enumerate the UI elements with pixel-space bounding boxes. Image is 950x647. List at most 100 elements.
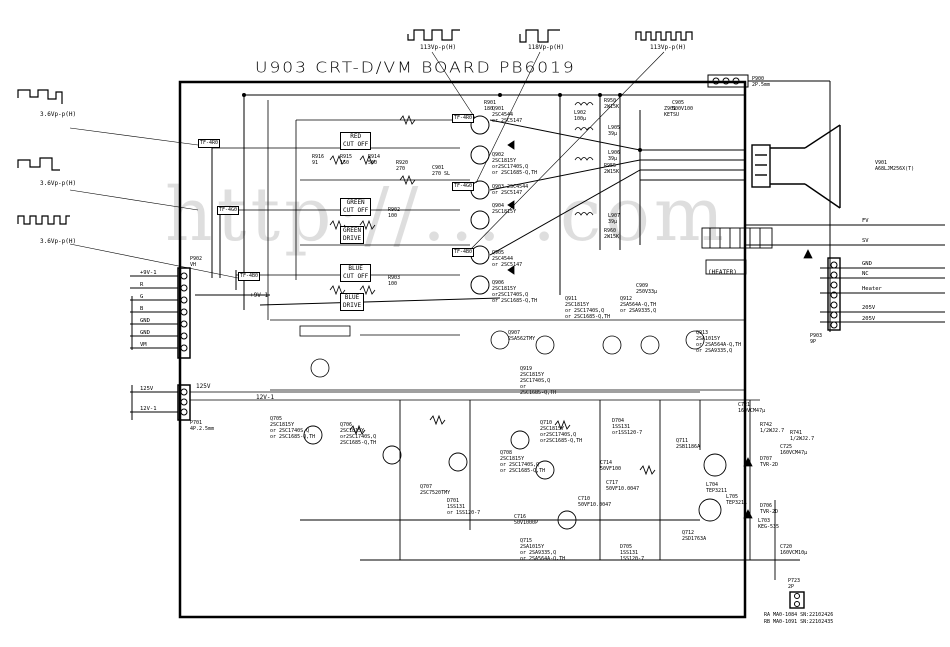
transistor-q905: Q905 2SC4544 or 2SC5147	[492, 250, 523, 268]
transistor-q913: Q913 2SA1015Y or 2SA564A-Q,TH or 2SA9335…	[696, 330, 742, 354]
resistor-r955: R955 2W15K	[604, 163, 620, 175]
resistor-r914: R914 560	[368, 154, 381, 166]
p902-pin: GND	[140, 318, 150, 324]
transistor-q712: Q712 2SD1763A	[682, 530, 707, 542]
waveform-left-2-label: 3.6Vp-p(H)	[40, 180, 77, 187]
transistor-q902: Q902 2SC1815Y or2SC1740S,Q or 2SC1685-Q,…	[492, 152, 538, 176]
p902-pin: +9V-1	[140, 270, 157, 276]
transistor-q907: Q907 2SA562TMY	[508, 330, 536, 342]
p902-pin: R	[140, 282, 144, 288]
capacitor-c717: C717 50VF10.0047	[606, 480, 640, 492]
p701-pin: 12V-1	[140, 406, 157, 412]
diode-d705: D705 1SS131 1SS120-7	[620, 544, 645, 562]
transistor-q904: Q904 2SC1815Y	[492, 203, 517, 215]
green-drive-block: GREEN DRIVE	[340, 226, 365, 244]
resistor-r901: R901 180	[484, 100, 497, 112]
transistor-q705: Q705 2SC1815Y or 2SC1740S,Q or 2SC1685-Q…	[270, 416, 316, 440]
waveform-left-2	[17, 157, 60, 171]
waveform-top-2	[519, 29, 560, 43]
capacitor-c725: C725 160VCM47μ	[780, 444, 808, 456]
capacitor-c716: C716 50V1000P	[514, 514, 539, 526]
green-cutoff-block: GREEN CUT OFF	[340, 198, 372, 216]
p902-pin: VM	[140, 342, 147, 348]
diode-z901: Z901 KETSU	[664, 106, 680, 118]
inductor-l704: L704 TEP3211	[706, 482, 728, 494]
transistor-q906: Q906 2SC1815Y or2SC1740S,Q or 2SC1685-Q,…	[492, 280, 538, 304]
footnote-ra: RA MA0-1084 SN:22102426	[764, 612, 834, 618]
resistor-r742: R742 1/2WJ2.7	[760, 422, 785, 434]
capacitor-c721: C721 160VCM47μ	[738, 402, 766, 414]
inductor-l703: L703 KEG-535	[758, 518, 780, 530]
diode-d707: D707 TVR-2D	[760, 456, 779, 468]
resistor-r920: R920 270	[396, 160, 409, 172]
diode-d701: D701 1SS131 or 1SS120-7	[447, 498, 481, 516]
resistor-r903: R903 100	[388, 275, 401, 287]
heater-label: (HEATER)	[708, 269, 737, 276]
transistor-q715: Q715 2SA1015Y or 2SA9335,Q or 2SA564A-Q,…	[520, 538, 566, 562]
p903-pin: SV	[862, 238, 869, 244]
red-cutoff-block: RED CUT OFF	[340, 132, 372, 150]
resistor-r915: R915 150	[340, 154, 353, 166]
p903-pin: 205V	[862, 316, 876, 322]
capacitor-c710: C710 50VF10.0047	[578, 496, 612, 508]
connector-p723: P723 2P	[788, 578, 801, 590]
test-point: TF-4G0	[217, 206, 240, 215]
capacitor-c909: C909 250V33μ	[636, 283, 658, 295]
transistor-q710: Q710 2SC1815Y or2SC1740S,Q or2SC1685-Q,T…	[540, 420, 583, 444]
transistor-q707: Q707 2SC7520TMY	[420, 484, 451, 496]
diode-d704: D704 1SS131 or1SS120-7	[612, 418, 643, 436]
capacitor-c905: C905 500V100	[672, 100, 694, 112]
capacitor-c720: C720 160VCM10μ	[780, 544, 808, 556]
p902-pin: B	[140, 306, 144, 312]
p701-pin: 125V	[140, 386, 154, 392]
waveform-left-1-label: 3.6Vp-p(H)	[40, 111, 77, 118]
blue-cutoff-block: BLUE CUT OFF	[340, 264, 372, 282]
p903-pin: Heater	[862, 286, 882, 292]
resistor-r960: R960 2W15K	[604, 228, 620, 240]
p902-pin: G	[140, 294, 144, 300]
test-point: TF-4G0	[452, 182, 475, 191]
transistor-q901: Q901 2SC4544 or 2SC5147	[492, 106, 523, 124]
connector-p701: P701 4P.2.5mm	[190, 420, 215, 432]
waveform-top-3-label: 113Vp-p(H)	[650, 44, 687, 51]
resistor-r902: R902 100	[388, 207, 401, 219]
p903-pin: 205V	[862, 305, 876, 311]
waveform-top-1-label: 113Vp-p(H)	[420, 44, 457, 51]
rail-9v-label: +9V-1	[250, 292, 269, 299]
crt-v901: V901 A68LJM256X(T)	[875, 160, 915, 172]
rail-125v-label: 125V	[196, 383, 211, 390]
waveform-left-3-label: 3.6Vp-p(H)	[40, 238, 77, 245]
transistor-q706: Q706 2SC1815Y or2SC1740S,Q 2SC1685-Q,TH	[340, 422, 377, 446]
waveform-top-3	[635, 31, 693, 41]
transistor-q911: Q911 2SC1815Y or 2SC1740S,Q or 2SC1685-Q…	[565, 296, 611, 320]
inductor-l905: L905 39μ	[608, 125, 621, 137]
inductor-l705: L705 TEP3211	[726, 494, 748, 506]
connector-p903: P903 9P	[810, 333, 823, 345]
blue-drive-block: BLUE DRIVE	[340, 293, 365, 311]
waveform-left-1	[17, 89, 63, 104]
inductor-l902: L902 100μ	[574, 110, 587, 122]
p903-pin: NC	[862, 271, 869, 277]
diode-d706: D706 TVR-2D	[760, 503, 779, 515]
waveform-top-2-label: 118Vp-p(H)	[528, 44, 565, 51]
rail-12v-label: 12V-1	[256, 394, 275, 401]
p903-pin: GND	[862, 261, 872, 267]
capacitor-c714: C714 50VF100	[600, 460, 622, 472]
p902-pin: GND	[140, 330, 150, 336]
transistor-q903: Q903 2SC4544 or 2SC5147	[492, 184, 529, 196]
test-point: TF-4R0	[198, 139, 221, 148]
board-title: U903 CRT-D/VM BOARD PB6019	[255, 59, 576, 77]
transistor-q919: Q919 2SC1815Y 2SC1740S,Q or 2SC1685-Q,TH	[520, 366, 557, 396]
transistor-q912: Q912 2SA564A-Q,TH or 2SA9335,Q	[620, 296, 657, 314]
transistor-q711: Q711 2SB1186A	[676, 438, 701, 450]
resistor-r741: R741 1/2WJ2.7	[790, 430, 815, 442]
waveform-left-3	[17, 215, 70, 225]
board-outline	[178, 80, 747, 619]
transistor-q708: Q708 2SC1815Y or 2SC1740S,Q or 2SC1685-Q…	[500, 450, 546, 474]
resistor-r916: R916 91	[312, 154, 325, 166]
inductor-l906: L906 39μ	[608, 150, 621, 162]
p903-pin: FV	[862, 218, 869, 224]
resistor-r950: R950 2W15K	[604, 98, 620, 110]
waveform-top-1	[407, 29, 460, 41]
test-point: TF-4B0	[238, 272, 261, 281]
